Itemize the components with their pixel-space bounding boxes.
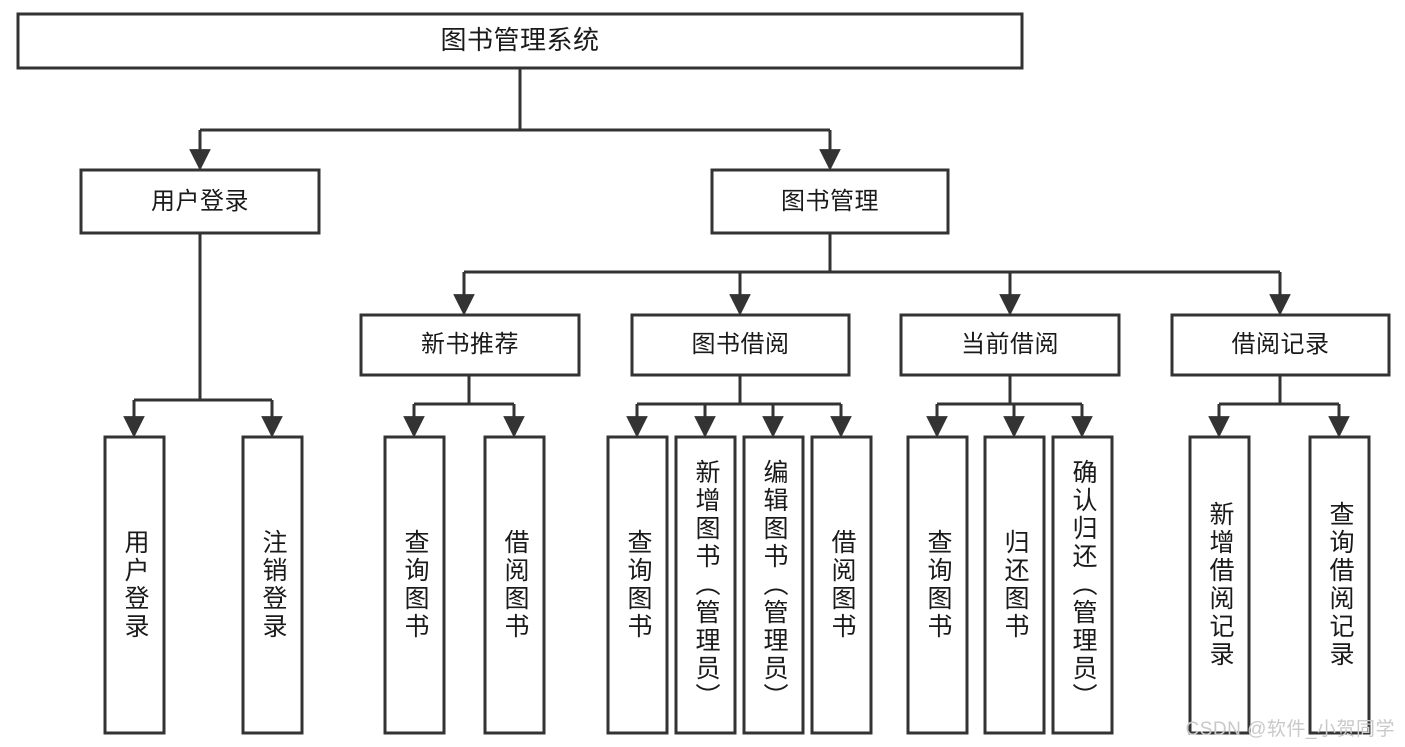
box-leaf-add-borrow-record xyxy=(1188,435,1251,735)
edges-root-to-level2 xyxy=(189,68,841,171)
edges-new-book-recommend-to-leaves xyxy=(403,375,525,438)
box-leaf-query-book-3 xyxy=(906,435,969,735)
edges-borrow-record-to-leaves xyxy=(1208,375,1350,438)
edges-book-manage-to-level3 xyxy=(453,233,1291,316)
box-leaf-borrow-book-1 xyxy=(483,435,546,735)
box-leaf-borrow-book-2 xyxy=(810,435,873,735)
box-leaf-query-book-1 xyxy=(383,435,446,735)
node-boxes xyxy=(16,12,1391,735)
box-leaf-user-login xyxy=(103,435,166,735)
box-user-login xyxy=(79,168,321,235)
box-leaf-query-book-2 xyxy=(606,435,669,735)
box-current-borrow xyxy=(899,313,1121,377)
box-root xyxy=(16,12,1024,70)
box-leaf-edit-book-admin xyxy=(742,435,805,735)
box-leaf-user-logout xyxy=(241,435,304,735)
box-leaf-query-borrow-record xyxy=(1308,435,1371,735)
box-new-book-recommend xyxy=(359,313,581,377)
box-book-borrow xyxy=(630,313,851,377)
edges-user-login-to-leaves xyxy=(123,233,283,438)
box-leaf-return-book xyxy=(983,435,1046,735)
box-borrow-record xyxy=(1170,313,1391,377)
box-book-manage xyxy=(710,168,950,235)
edges-current-borrow-to-leaves xyxy=(926,375,1093,438)
box-leaf-confirm-return-admin xyxy=(1051,435,1114,735)
edges-book-borrow-to-leaves xyxy=(626,375,852,438)
box-leaf-add-book-admin xyxy=(674,435,737,735)
